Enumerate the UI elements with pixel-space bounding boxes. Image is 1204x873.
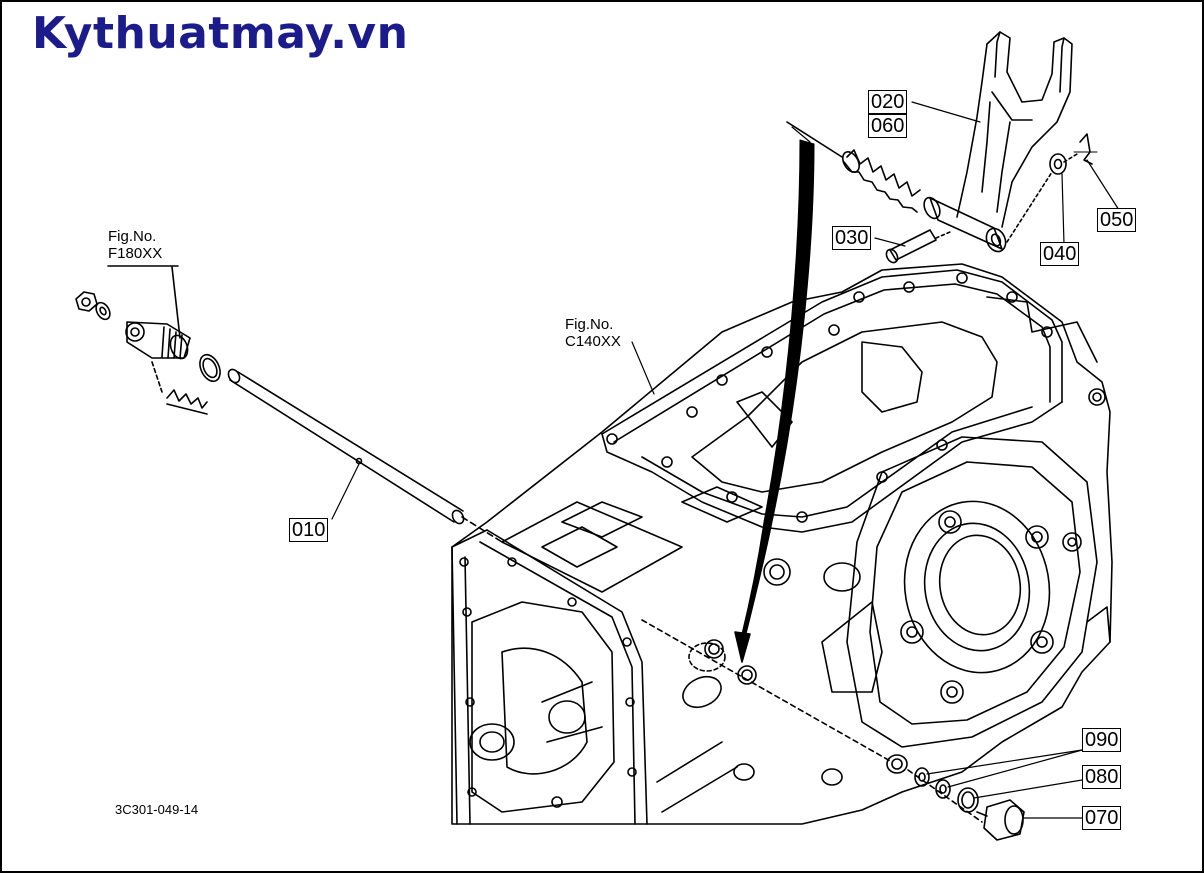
leader-lines [331,101,1120,819]
transmission-case [451,263,1113,825]
fig-ref-f180xx: Fig.No. F180XX [108,228,162,262]
part-label-090[interactable]: 090 [1082,728,1122,752]
fig-ref-c140xx-line1: Fig.No. [565,316,614,333]
fig-ref-c140xx: Fig.No. C140XX [565,316,621,350]
part-label-050[interactable]: 050 [1097,208,1137,232]
shift-fork-assembly [786,31,1098,264]
bearing-bolt-bosses [900,510,1082,704]
part-label-080[interactable]: 080 [1082,765,1122,789]
flange-bolt-holes [606,272,1106,523]
assembly-arrow [734,126,815,663]
part-label-040[interactable]: 040 [1040,242,1080,266]
fig-ref-c140xx-line2: C140XX [565,333,621,350]
detent-parts [75,265,221,415]
fig-ref-f180xx-line2: F180XX [108,245,163,262]
part-label-020[interactable]: 020 [868,90,908,114]
shift-shaft [227,368,503,543]
part-label-010[interactable]: 010 [289,518,329,542]
drain-plug-group [907,767,1025,841]
fig-ref-f180xx-line1: Fig.No. [108,228,157,245]
alignment-line [641,619,893,763]
part-label-030[interactable]: 030 [832,226,872,250]
brand-watermark: Kythuatmay.vn [32,8,409,59]
part-label-070[interactable]: 070 [1082,806,1122,830]
part-label-060[interactable]: 060 [868,114,908,138]
front-face-holes [459,557,637,808]
drawing-code: 3C301-049-14 [115,802,199,817]
